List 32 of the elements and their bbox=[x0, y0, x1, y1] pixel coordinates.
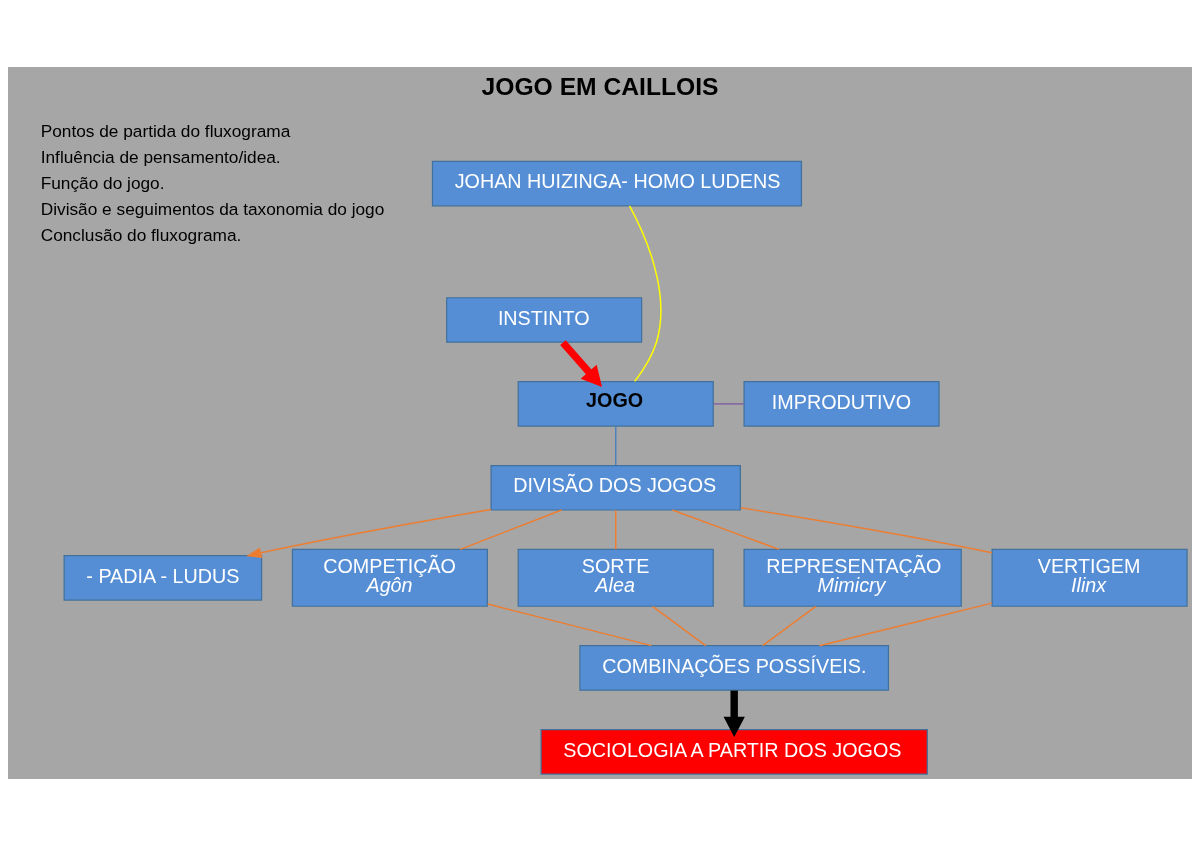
node-box: JOGO bbox=[517, 380, 714, 427]
connector bbox=[459, 508, 563, 550]
connector bbox=[615, 425, 617, 466]
arrow bbox=[246, 508, 492, 558]
node-box: SORTE Alea bbox=[517, 548, 714, 607]
connector bbox=[651, 605, 707, 646]
legend-label: Conclusão do fluxograma. bbox=[40, 224, 242, 245]
node-box: COMPETIÇÃO Agôn bbox=[291, 548, 488, 607]
legend-label: Influência de pensamento/idea. bbox=[40, 146, 281, 167]
legend-label: Pontos de partida do fluxograma bbox=[40, 120, 291, 141]
connector bbox=[818, 601, 993, 646]
node-box: JOHAN HUIZINGA- HOMO LUDENS bbox=[431, 160, 803, 206]
connector bbox=[762, 605, 817, 646]
node-box: SOCIOLOGIA A PARTIR DOS JOGOS bbox=[540, 728, 928, 775]
connector bbox=[671, 508, 780, 550]
connector bbox=[628, 204, 662, 382]
connector bbox=[740, 506, 993, 554]
node-box: - PADIA - LUDUS bbox=[63, 554, 263, 601]
arrow bbox=[723, 690, 745, 737]
legend-label: Divisão e seguimentos da taxonomia do jogo bbox=[40, 198, 385, 219]
node-box: IMPRODUTIVO bbox=[743, 380, 940, 427]
connector bbox=[615, 509, 617, 550]
legend-label: Função do jogo. bbox=[40, 172, 165, 193]
diagram-title: JOGO EM CAILLOIS bbox=[481, 72, 719, 100]
node-box: REPRESENTAÇÃO Mimicry bbox=[743, 548, 962, 607]
connector bbox=[486, 602, 653, 646]
arrow bbox=[560, 339, 603, 387]
node-box: VERTIGEM Ilinx bbox=[991, 548, 1188, 607]
node-box: DIVISÃO DOS JOGOS bbox=[490, 464, 741, 511]
node-box: COMBINAÇÕES POSSÍVEIS. bbox=[579, 644, 890, 691]
connector bbox=[712, 402, 745, 405]
node-box: INSTINTO bbox=[446, 296, 643, 343]
